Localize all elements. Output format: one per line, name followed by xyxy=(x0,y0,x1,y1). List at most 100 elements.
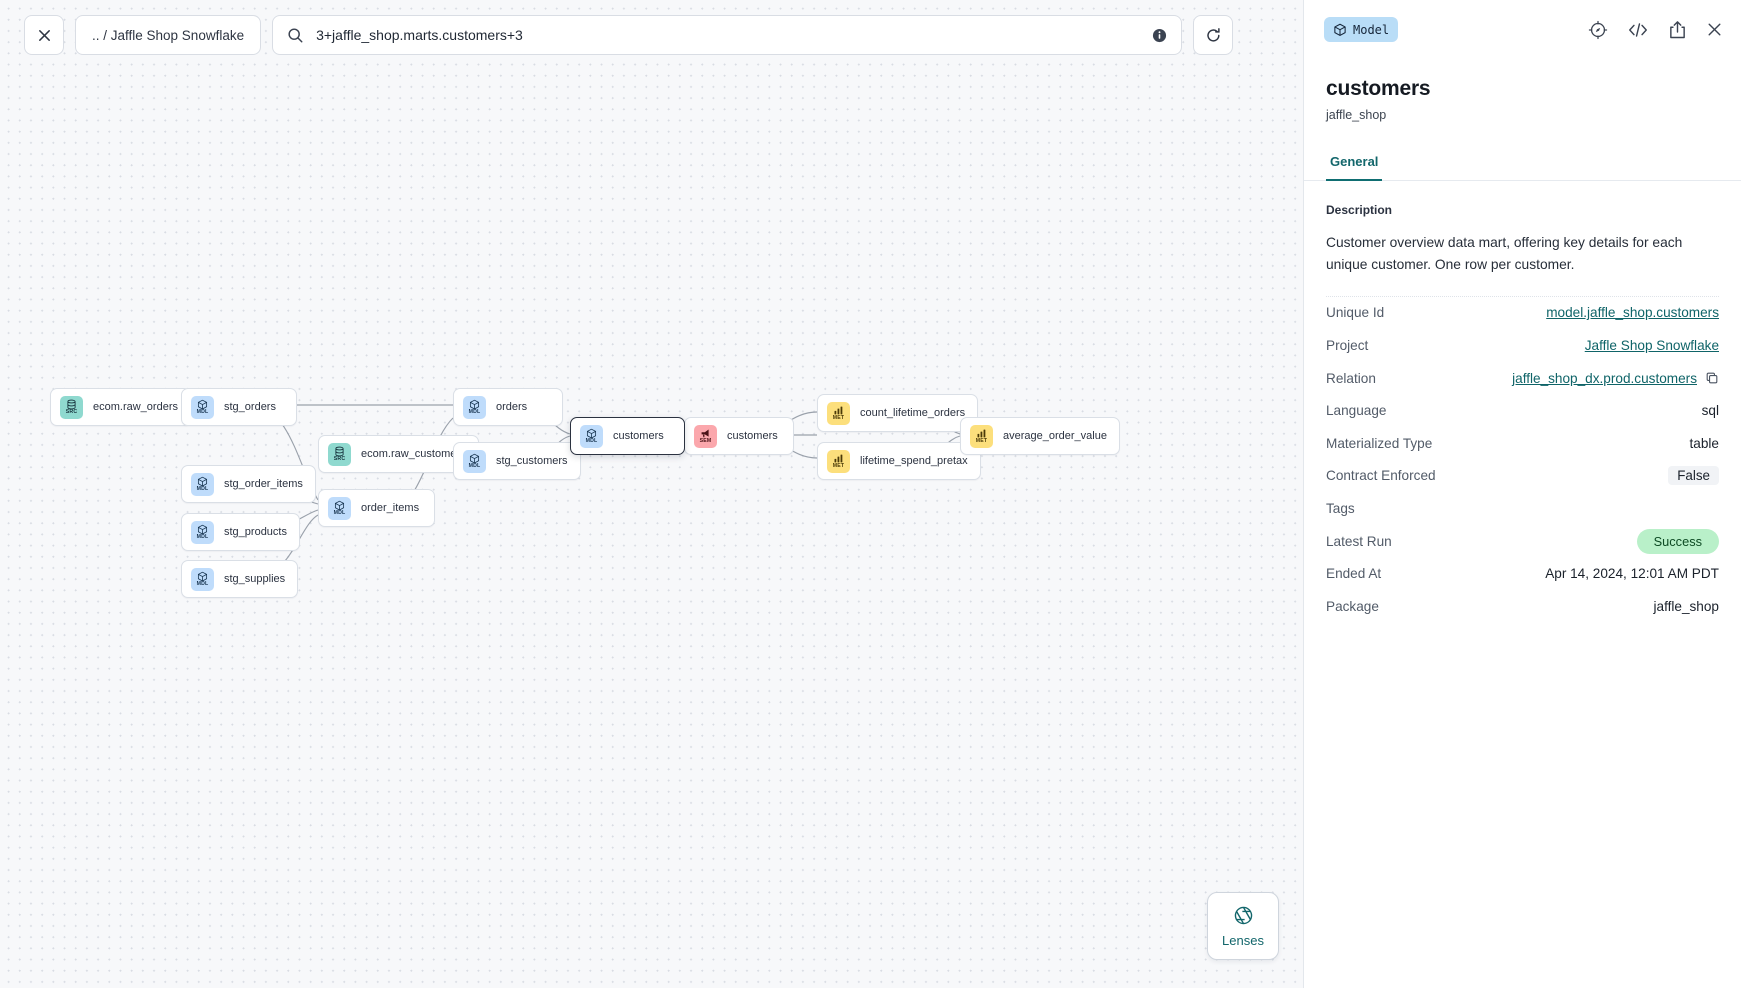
panel-header: customers jaffle_shop xyxy=(1304,59,1741,122)
node-label: ecom.raw_orders xyxy=(93,401,178,413)
refresh-button[interactable] xyxy=(1193,15,1234,55)
property-value: False xyxy=(1668,466,1719,486)
node-label: stg_supplies xyxy=(224,573,286,585)
graph-node-stg_order_items[interactable]: MDL stg_order_items xyxy=(181,465,316,503)
node-label: customers xyxy=(727,430,778,442)
node-label: count_lifetime_orders xyxy=(860,407,966,419)
node-label: lifetime_spend_pretax xyxy=(860,455,968,467)
node-type-badge-met: MET xyxy=(970,424,993,448)
node-type-badge-mdl: MDL xyxy=(463,395,486,419)
description-label: Description xyxy=(1326,203,1393,217)
node-label: orders xyxy=(496,401,528,413)
panel-body: Description Customer overview data mart,… xyxy=(1304,181,1741,988)
property-value: Apr 14, 2024, 12:01 AM PDT xyxy=(1545,566,1719,582)
node-label: ecom.raw_customers xyxy=(361,448,466,460)
node-type-badge-sem: SEM xyxy=(694,424,717,448)
property-key: Tags xyxy=(1326,501,1355,517)
property-row: Tags xyxy=(1326,492,1719,525)
resource-type-badge[interactable]: Model xyxy=(1324,17,1399,42)
node-label: average_order_value xyxy=(1003,430,1107,442)
graph-node-count_lifetime[interactable]: MET count_lifetime_orders xyxy=(817,394,979,432)
node-type-badge-mdl: MDL xyxy=(191,520,214,544)
share-icon[interactable] xyxy=(1668,20,1687,40)
graph-node-stg_orders[interactable]: MDL stg_orders xyxy=(181,388,297,426)
node-type-badge-met: MET xyxy=(827,401,850,425)
graph-node-average_order_value[interactable]: MET average_order_value xyxy=(960,417,1120,455)
lenses-label: Lenses xyxy=(1222,932,1264,948)
aperture-icon xyxy=(1234,906,1252,924)
graph-node-customers_sem[interactable]: SEM customers xyxy=(684,417,794,455)
property-key: Unique Id xyxy=(1326,305,1385,321)
copy-icon[interactable] xyxy=(1705,371,1719,385)
node-type-badge-mdl: MDL xyxy=(191,567,214,591)
property-row: Package jaffle_shop xyxy=(1326,590,1719,623)
node-label: stg_order_items xyxy=(224,478,303,490)
search-icon xyxy=(288,27,303,42)
property-row: Contract Enforced False xyxy=(1326,460,1719,493)
property-key: Relation xyxy=(1326,370,1376,386)
panel-toolbar: Model xyxy=(1304,0,1741,59)
compass-icon[interactable] xyxy=(1588,20,1608,40)
graph-node-ecom_raw_orders[interactable]: SRC ecom.raw_orders xyxy=(50,388,191,426)
graph-node-orders[interactable]: MDL orders xyxy=(453,388,563,426)
close-lineage-button[interactable] xyxy=(24,15,64,55)
description-text: Customer overview data mart, offering ke… xyxy=(1326,232,1719,297)
node-type-badge-src: SRC xyxy=(60,395,83,419)
property-row: Unique Id model.jaffle_shop.customers xyxy=(1326,297,1719,330)
node-type-badge-mdl: MDL xyxy=(191,395,214,419)
node-type-badge-mdl: MDL xyxy=(463,449,486,473)
refresh-icon xyxy=(1206,27,1220,42)
tab-general[interactable]: General xyxy=(1326,148,1383,181)
page-subtitle: jaffle_shop xyxy=(1326,108,1387,122)
breadcrumb[interactable]: .. / Jaffle Shop Snowflake xyxy=(75,15,262,55)
page-title: customers xyxy=(1326,77,1431,100)
property-row: Relation jaffle_shop_dx.prod.customers xyxy=(1326,362,1719,395)
node-label: stg_orders xyxy=(224,401,276,413)
property-value[interactable]: model.jaffle_shop.customers xyxy=(1546,305,1719,321)
node-label: stg_products xyxy=(224,526,287,538)
node-type-badge-mdl: MDL xyxy=(191,472,214,496)
property-value: jaffle_shop xyxy=(1653,598,1719,614)
status-badge: Success xyxy=(1636,528,1719,554)
graph-node-stg_supplies[interactable]: MDL stg_supplies xyxy=(181,560,299,598)
search-box[interactable] xyxy=(272,15,1183,55)
property-row: Materialized Type table xyxy=(1326,427,1719,460)
node-type-badge-src: SRC xyxy=(328,442,351,466)
node-label: customers xyxy=(613,430,664,442)
node-type-badge-mdl: MDL xyxy=(328,496,351,520)
lenses-button[interactable]: Lenses xyxy=(1207,892,1279,960)
property-key: Language xyxy=(1326,403,1387,419)
graph-node-stg_products[interactable]: MDL stg_products xyxy=(181,513,300,551)
property-key: Ended At xyxy=(1326,566,1382,582)
canvas-toolbar: .. / Jaffle Shop Snowflake xyxy=(0,0,1303,70)
property-row: Ended At Apr 14, 2024, 12:01 AM PDT xyxy=(1326,557,1719,590)
property-key: Contract Enforced xyxy=(1326,468,1436,484)
property-value[interactable]: Jaffle Shop Snowflake xyxy=(1584,338,1719,354)
property-value[interactable]: Success xyxy=(1636,528,1719,554)
property-row: Latest Run Success xyxy=(1326,525,1719,558)
property-key: Materialized Type xyxy=(1326,435,1433,451)
property-key: Package xyxy=(1326,598,1379,614)
detail-panel: Model customers jaffle_shop xyxy=(1303,0,1741,988)
panel-icon-group xyxy=(1588,20,1723,40)
property-key: Latest Run xyxy=(1326,533,1392,549)
code-icon[interactable] xyxy=(1627,20,1649,40)
property-value[interactable]: jaffle_shop_dx.prod.customers xyxy=(1512,371,1719,386)
resource-type-label: Model xyxy=(1353,22,1390,37)
close-icon[interactable] xyxy=(1706,21,1723,38)
info-icon[interactable] xyxy=(1152,28,1167,43)
search-input[interactable] xyxy=(316,27,1141,43)
graph-node-ecom_raw_customers[interactable]: SRC ecom.raw_customers xyxy=(318,435,479,473)
property-value: table xyxy=(1689,435,1719,451)
panel-tabs: General xyxy=(1304,148,1741,181)
cube-icon xyxy=(1334,23,1346,36)
